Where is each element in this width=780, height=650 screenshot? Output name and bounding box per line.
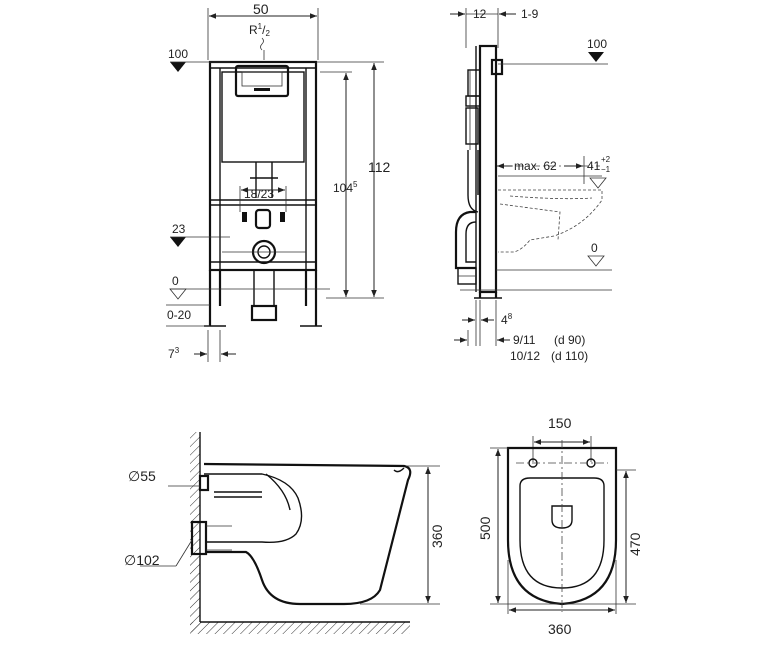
offset-7-base: 7 (168, 347, 175, 361)
frame-outer (208, 60, 318, 272)
level-0-20-label: 0-20 (167, 308, 191, 322)
pipe-thread-label: R1/2 (249, 22, 270, 38)
length-470-label: 470 (627, 532, 643, 556)
level-100-label: 100 (168, 47, 188, 61)
floor-hatch (190, 622, 410, 634)
outlet-diameter-label: ∅102 (124, 552, 160, 568)
dim-4-sup: 8 (508, 312, 513, 321)
inlet-fitting (254, 208, 272, 230)
front-view: 50 R1/2 18/23 (166, 1, 391, 362)
drain-spacing-label: 18/23 (244, 187, 274, 201)
wall-hatch (190, 432, 200, 632)
dim-41-tol-upper: +2 (601, 155, 611, 164)
depth-1-9-label: 1-9 (521, 7, 539, 21)
offset-7-sup: 3 (175, 346, 180, 355)
dim-41-tol-lower: −1 (601, 165, 611, 174)
side-level-100-label: 100 (587, 37, 607, 51)
pipe-thread-sup: 1 (258, 22, 263, 31)
depth-12-label: 12 (473, 7, 487, 21)
flush-plate (234, 64, 290, 98)
pipe-d110-label: (d 110) (551, 349, 588, 363)
offset-7-label: 73 (168, 346, 180, 361)
length-500-label: 500 (477, 516, 493, 540)
dim-41-base: 41 (587, 159, 601, 173)
inlet-diameter-label: ∅55 (128, 468, 156, 484)
pipe-thread-sub: 2 (265, 29, 270, 38)
cistern (221, 71, 305, 163)
height-104-label: 1045 (333, 180, 358, 195)
pipe-10-12-label: 10/12 (510, 349, 540, 363)
level-0-label: 0 (172, 274, 179, 288)
pipe-9-11-label: 9/11 (513, 333, 536, 347)
height-104-base: 104 (333, 181, 353, 195)
dim-4-label: 48 (501, 312, 513, 327)
width-360-label: 360 (548, 621, 572, 637)
width-dim-label: 50 (253, 1, 269, 17)
pipe-d90-label: (d 90) (554, 333, 585, 347)
level-23-label: 23 (172, 222, 186, 236)
bowl-side-view: ∅55 ∅102 360 (124, 432, 445, 634)
pipe-thread-base: R (249, 23, 258, 37)
height-104-sup: 5 (353, 180, 358, 189)
side-frame (478, 44, 498, 294)
hole-spacing-label: 150 (548, 415, 572, 431)
dim-4-base: 4 (501, 313, 508, 327)
max-62-label: max. 62 (514, 159, 557, 173)
height-112-label: 112 (368, 159, 391, 175)
side-level-0-label: 0 (591, 241, 598, 255)
side-view: 12 1-9 100 max. 62 (450, 7, 612, 363)
dim-41-label: 41 (587, 159, 601, 173)
bowl-outline (203, 462, 412, 606)
bowl-height-label: 360 (429, 524, 445, 548)
bowl-top-view: 150 500 470 360 (477, 415, 643, 637)
